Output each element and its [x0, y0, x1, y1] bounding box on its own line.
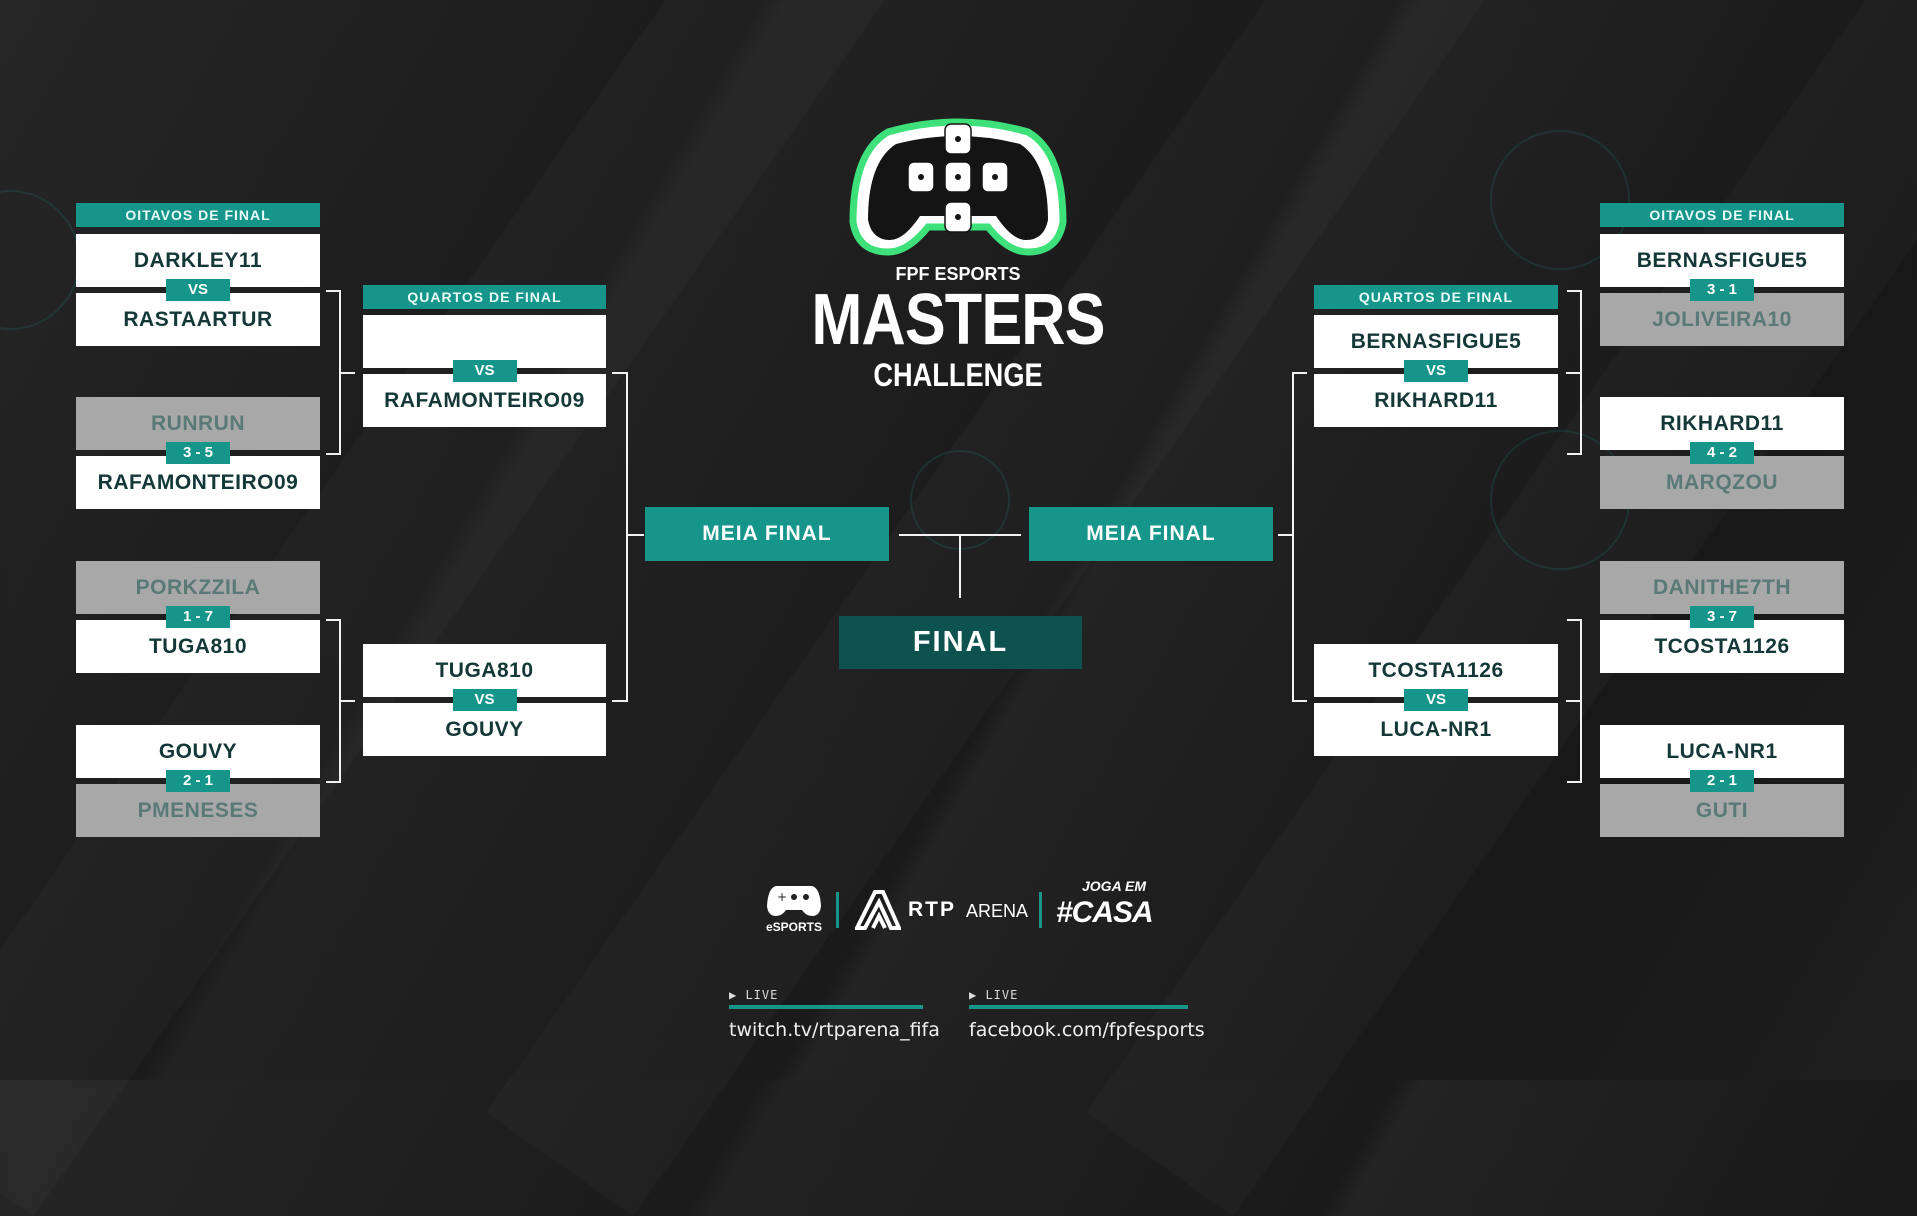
bracket-line: [1292, 372, 1307, 374]
bracket-line: [326, 619, 340, 621]
player-slot[interactable]: PMENESES: [76, 784, 320, 837]
bracket-line: [326, 781, 340, 783]
bracket-line: [1567, 619, 1581, 621]
bracket-line: [1566, 700, 1580, 702]
bracket-line: [1292, 372, 1294, 702]
bracket-line: [1580, 290, 1582, 455]
player-slot[interactable]: DARKLEY11: [76, 234, 320, 287]
bracket-line: [1567, 290, 1581, 292]
match-score-badge: VS: [1404, 689, 1468, 711]
match-score-badge: 3 - 7: [1690, 606, 1754, 628]
match-score-badge: VS: [452, 689, 517, 711]
svg-text:+: +: [777, 890, 787, 904]
bracket-line: [339, 372, 355, 374]
player-slot[interactable]: GOUVY: [363, 703, 606, 756]
match-score-badge: VS: [166, 279, 230, 301]
facebook-link[interactable]: facebook.com/fpfesports: [969, 1019, 1205, 1041]
bracket-line: [1567, 781, 1581, 783]
match-score-badge: 3 - 1: [1690, 279, 1754, 301]
fpf-esports-controller-icon: +: [766, 884, 822, 918]
player-slot[interactable]: RASTAARTUR: [76, 293, 320, 346]
player-slot[interactable]: JOLIVEIRA10: [1600, 293, 1844, 346]
live-label: ▶ LIVE: [729, 988, 779, 1002]
logo-title: MASTERS: [811, 280, 1105, 360]
round-header-right-r16: OITAVOS DE FINAL: [1600, 203, 1844, 227]
player-slot[interactable]: RIKHARD11: [1314, 374, 1558, 427]
divider: [836, 892, 839, 928]
rtp-arena-logo-icon: [853, 890, 903, 930]
player-slot[interactable]: RIKHARD11: [1600, 397, 1844, 450]
twitch-link[interactable]: twitch.tv/rtparena_fifa: [729, 1019, 940, 1041]
bg-ring: [0, 190, 80, 330]
player-slot[interactable]: BERNASFIGUE5: [1314, 315, 1558, 368]
player-slot[interactable]: RUNRUN: [76, 397, 320, 450]
round-header-right-qf: QUARTOS DE FINAL: [1314, 285, 1558, 309]
player-slot[interactable]: [363, 315, 606, 368]
bracket-line: [1278, 534, 1293, 536]
divider: [1039, 892, 1042, 928]
player-slot[interactable]: GOUVY: [76, 725, 320, 778]
bracket-line: [626, 534, 644, 536]
round-header-left-qf: QUARTOS DE FINAL: [363, 285, 606, 309]
player-slot[interactable]: PORKZZILA: [76, 561, 320, 614]
semi-final-right[interactable]: MEIA FINAL: [1029, 507, 1273, 561]
match-score-badge: 2 - 1: [1690, 770, 1754, 792]
bracket-line: [626, 372, 628, 702]
live-underline: [969, 1005, 1188, 1009]
player-slot[interactable]: TUGA810: [76, 620, 320, 673]
match-score-badge: 4 - 2: [1690, 442, 1754, 464]
connector-line: [959, 534, 961, 598]
final-box[interactable]: FINAL: [839, 616, 1082, 669]
live-underline: [729, 1005, 923, 1009]
match-score-badge: VS: [1404, 360, 1468, 382]
match-score-badge: VS: [452, 360, 517, 382]
esports-label: eSPORTS: [765, 920, 822, 934]
bracket-line: [612, 700, 627, 702]
player-slot[interactable]: MARQZOU: [1600, 456, 1844, 509]
arena-label: ARENA: [966, 901, 1029, 921]
player-slot[interactable]: DANITHE7TH: [1600, 561, 1844, 614]
hashtag-bottom: #CASA: [1056, 896, 1154, 929]
player-slot[interactable]: BERNASFIGUE5: [1600, 234, 1844, 287]
live-label: ▶ LIVE: [969, 988, 1019, 1002]
bracket-line: [1292, 700, 1307, 702]
bg-ring: [1490, 130, 1630, 270]
round-header-left-r16: OITAVOS DE FINAL: [76, 203, 320, 227]
player-slot[interactable]: LUCA-NR1: [1600, 725, 1844, 778]
match-score-badge: 3 - 5: [166, 442, 230, 464]
player-slot[interactable]: TCOSTA1126: [1600, 620, 1844, 673]
bracket-line: [612, 372, 627, 374]
controller-logo-icon: [848, 112, 1068, 262]
live-text: LIVE: [745, 988, 779, 1002]
semi-final-left[interactable]: MEIA FINAL: [645, 507, 889, 561]
bracket-line: [1567, 453, 1581, 455]
bracket-line: [1566, 372, 1580, 374]
player-slot[interactable]: TUGA810: [363, 644, 606, 697]
logo-subtitle: CHALLENGE: [873, 357, 1043, 393]
rtp-label: RTP: [908, 898, 956, 921]
player-slot[interactable]: LUCA-NR1: [1314, 703, 1558, 756]
player-slot[interactable]: RAFAMONTEIRO09: [76, 456, 320, 509]
match-score-badge: 1 - 7: [166, 606, 230, 628]
bracket-line: [326, 453, 340, 455]
bracket-line: [1580, 619, 1582, 783]
logo-brand: FPF ESPORTS: [895, 264, 1021, 284]
player-slot[interactable]: GUTI: [1600, 784, 1844, 837]
player-slot[interactable]: TCOSTA1126: [1314, 644, 1558, 697]
live-text: LIVE: [985, 988, 1019, 1002]
bracket-line: [326, 290, 340, 292]
player-slot[interactable]: RAFAMONTEIRO09: [363, 374, 606, 427]
bracket-line: [339, 700, 355, 702]
match-score-badge: 2 - 1: [166, 770, 230, 792]
hashtag-top: JOGA EM: [1082, 878, 1147, 894]
